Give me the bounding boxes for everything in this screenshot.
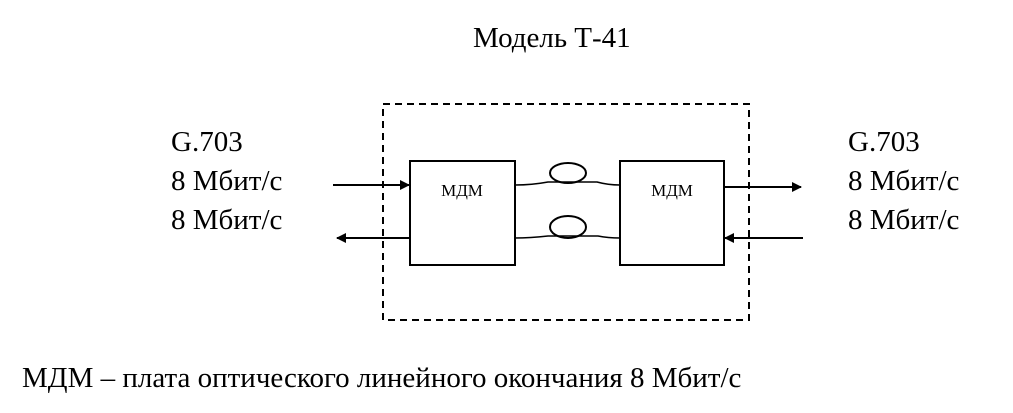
lower-fiber-link bbox=[514, 215, 621, 239]
upper-fiber-link bbox=[514, 162, 621, 186]
left-mdm-block bbox=[409, 160, 516, 266]
model-enclosure bbox=[382, 103, 750, 321]
upper-fiber-coil bbox=[549, 162, 587, 184]
lower-fiber-coil bbox=[549, 215, 587, 239]
left-output-rate-label: 8 Мбит/с bbox=[171, 204, 283, 236]
right-interface-label: G.703 bbox=[848, 126, 920, 158]
right-input-rate-label: 8 Мбит/с bbox=[848, 204, 960, 236]
right-mdm-block bbox=[619, 160, 725, 266]
left-interface-label: G.703 bbox=[171, 126, 243, 158]
right-output-rate-label: 8 Мбит/с bbox=[848, 165, 960, 197]
diagram-title: Модель Т-41 bbox=[473, 22, 631, 54]
left-mdm-label: МДМ bbox=[441, 181, 483, 200]
left-input-rate-label: 8 Мбит/с bbox=[171, 165, 283, 197]
right-mdm-label: МДМ bbox=[651, 181, 693, 200]
diagram-legend: МДМ – плата оптического линейного оконча… bbox=[22, 362, 742, 394]
